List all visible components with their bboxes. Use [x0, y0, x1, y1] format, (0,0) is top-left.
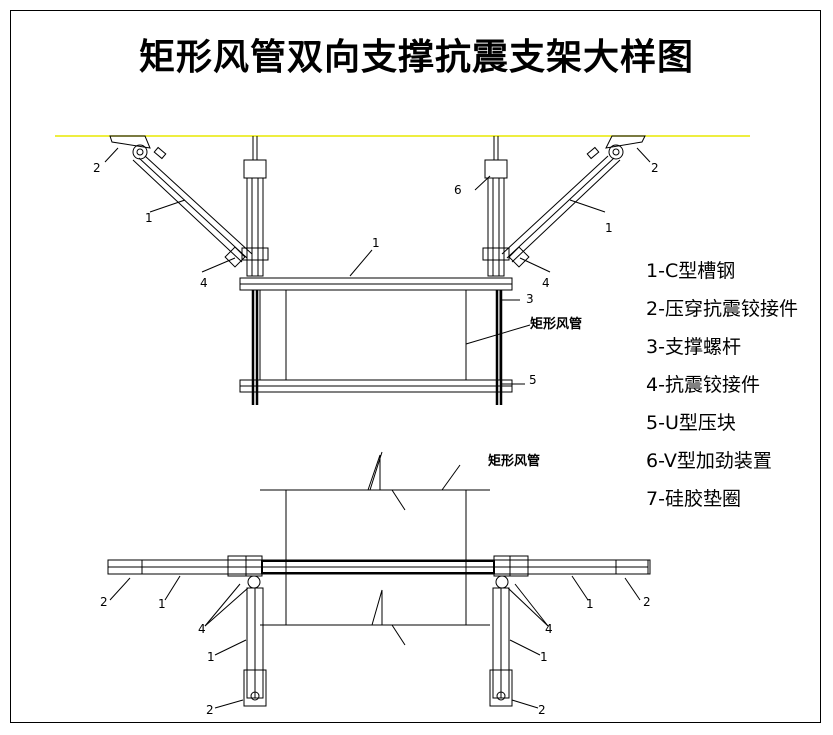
legend-item: 4-抗震铰接件	[646, 374, 760, 396]
duct-label-bottom: 矩形风管	[487, 453, 540, 469]
callout-2-plan-right-bottom: 2	[538, 703, 546, 717]
callout-1-plan-right-vertical: 1	[540, 650, 548, 664]
callout-6-stiffener: 6	[454, 183, 462, 197]
callout-2-plan-right: 2	[643, 595, 651, 609]
plan-view	[107, 451, 651, 709]
parts-legend: 1-C型槽钢 2-压穿抗震铰接件 3-支撑螺杆 4-抗震铰接件 5-U型压块 6…	[646, 258, 798, 524]
elevation-view	[104, 135, 651, 405]
callout-1-right-diagonal: 1	[605, 221, 613, 235]
callout-4-plan-right: 4	[545, 622, 553, 636]
callout-3-rod: 3	[526, 292, 534, 306]
legend-item: 7-硅胶垫圈	[646, 488, 741, 510]
callout-1-top-channel: 1	[372, 236, 380, 250]
callout-5-clamp: 5	[529, 373, 537, 387]
legend-item: 1-C型槽钢	[646, 260, 736, 282]
duct-label-top: 矩形风管	[529, 316, 582, 332]
callout-2-plan-left: 2	[100, 595, 108, 609]
callout-1-plan-left-vertical: 1	[207, 650, 215, 664]
callout-1-plan-right: 1	[586, 597, 594, 611]
callout-1-left-diagonal: 1	[145, 211, 153, 225]
legend-item: 6-V型加劲装置	[646, 450, 772, 472]
callout-4-left-joint: 4	[200, 276, 208, 290]
callout-2-left-mount: 2	[93, 161, 101, 175]
callout-4-right-joint: 4	[542, 276, 550, 290]
legend-item: 3-支撑螺杆	[646, 336, 741, 358]
drawing-title: 矩形风管双向支撑抗震支架大样图	[138, 37, 694, 78]
callout-2-right-mount: 2	[651, 161, 659, 175]
drawing-frame	[10, 10, 821, 723]
callout-1-plan-left: 1	[158, 597, 166, 611]
legend-item: 5-U型压块	[646, 412, 736, 434]
callout-2-plan-left-bottom: 2	[206, 703, 214, 717]
legend-item: 2-压穿抗震铰接件	[646, 298, 798, 320]
callout-4-plan-left: 4	[198, 622, 206, 636]
